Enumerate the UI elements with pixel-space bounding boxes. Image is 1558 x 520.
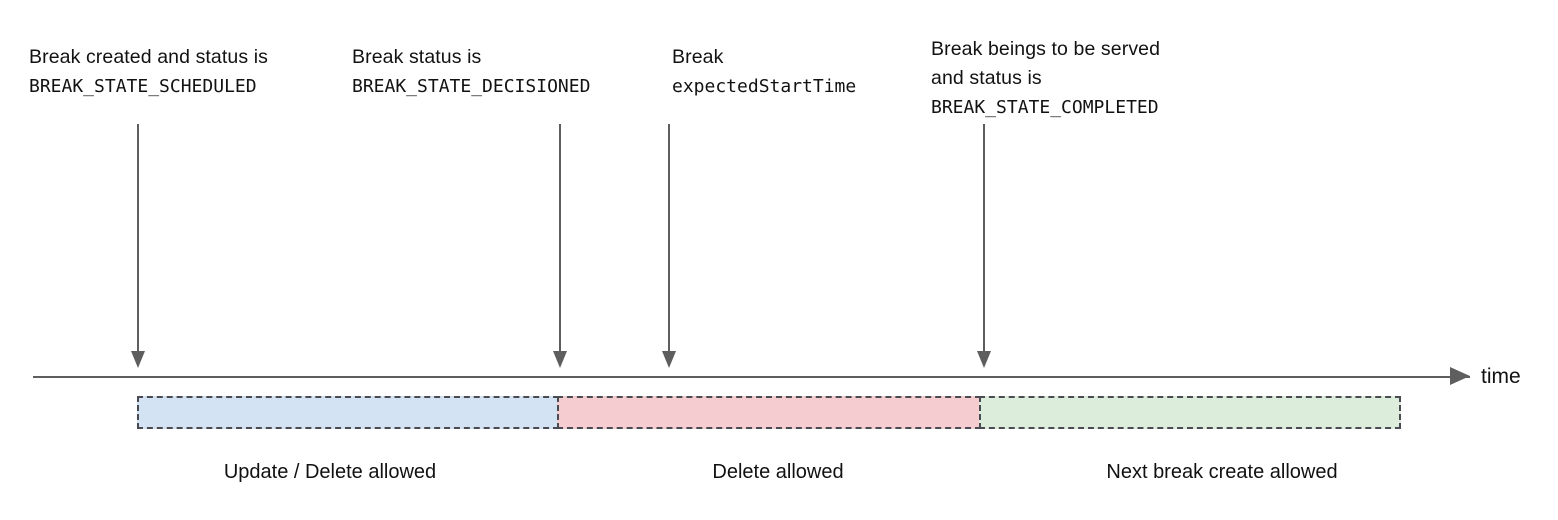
phase-segment-next-break-create-allowed bbox=[979, 396, 1401, 429]
event-arrow-break-expected-start-time bbox=[660, 124, 678, 368]
phase-segment-update-delete-allowed bbox=[137, 396, 559, 429]
phase-caption-delete-allowed: Delete allowed bbox=[712, 461, 844, 483]
event-label-line: Break beings to be served bbox=[931, 38, 1161, 60]
time-axis-line bbox=[33, 376, 1470, 378]
arrow-shaft bbox=[668, 124, 670, 352]
event-label-line: and status is bbox=[931, 67, 1042, 89]
phase-segment-delete-allowed bbox=[557, 396, 981, 429]
event-label-break-completed: Break beings to be served and status is BR… bbox=[931, 35, 1160, 122]
arrow-down-icon bbox=[977, 351, 991, 368]
phase-caption-next-break-create-allowed: Next break create allowed bbox=[1106, 461, 1338, 483]
event-arrow-break-completed bbox=[975, 124, 993, 368]
arrow-shaft bbox=[559, 124, 561, 352]
event-label-line: BREAK_STATE_DECISIONED bbox=[352, 76, 591, 97]
event-arrow-break-created bbox=[129, 124, 147, 368]
phase-bar bbox=[137, 396, 1405, 429]
time-axis-label: time bbox=[1481, 365, 1521, 388]
event-label-line: Break bbox=[672, 46, 724, 68]
arrow-shaft bbox=[137, 124, 139, 352]
arrow-down-icon bbox=[131, 351, 145, 368]
arrow-right-icon bbox=[1450, 367, 1470, 385]
event-label-break-created: Break created and status is BREAK_STATE_S… bbox=[29, 43, 268, 101]
event-arrow-break-decisioned bbox=[551, 124, 569, 368]
arrow-down-icon bbox=[662, 351, 676, 368]
arrow-shaft bbox=[983, 124, 985, 352]
phase-caption-update-delete-allowed: Update / Delete allowed bbox=[223, 461, 437, 483]
event-label-line: BREAK_STATE_COMPLETED bbox=[931, 97, 1159, 118]
event-label-line: expectedStartTime bbox=[672, 76, 857, 97]
event-label-break-expected-start-time: Break expectedStartTime bbox=[672, 43, 856, 101]
event-label-line: Break status is bbox=[352, 46, 482, 68]
event-label-line: BREAK_STATE_SCHEDULED bbox=[29, 76, 257, 97]
event-label-line: Break created and status is bbox=[29, 46, 268, 68]
event-label-break-decisioned: Break status is BREAK_STATE_DECISIONED bbox=[352, 43, 590, 101]
arrow-down-icon bbox=[553, 351, 567, 368]
